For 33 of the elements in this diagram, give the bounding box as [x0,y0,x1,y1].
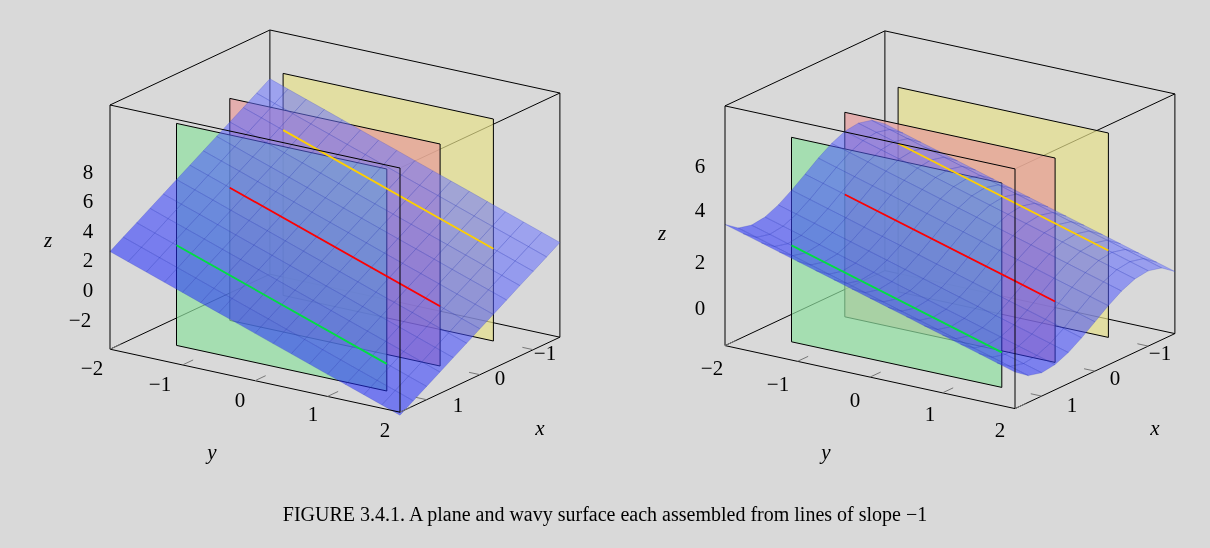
tick-label: 6 [82,188,94,214]
tick-label: 1 [307,401,319,427]
tick-label: 4 [82,218,94,244]
tick-label: 0 [849,387,861,413]
tick-label: 0 [234,387,246,413]
tick-label: 6 [694,153,706,179]
tick-label: 4 [694,197,706,223]
tick-label: −2 [68,307,92,333]
tick-label: 1 [1066,392,1078,418]
tick-label: 2 [694,249,706,275]
axis-label: x [535,415,545,441]
tick-label: 1 [452,392,464,418]
axis-label: z [43,227,53,253]
tick-label: 0 [82,277,94,303]
axis-label: z [657,220,667,246]
tick-label: 1 [924,401,936,427]
tick-label: 2 [994,417,1006,443]
axis-label: y [207,439,217,465]
axis-label: y [821,439,831,465]
axis-label: x [1150,415,1160,441]
tick-label: −1 [533,340,557,366]
tick-label: 2 [82,247,94,273]
tick-label: −1 [766,371,790,397]
tick-label: 0 [494,365,506,391]
tick-label: 0 [694,295,706,321]
tick-label: 8 [82,159,94,185]
tick-label: 0 [1109,365,1121,391]
tick-label: 2 [379,417,391,443]
tick-label: −2 [700,355,724,381]
tick-label: −2 [80,355,104,381]
tick-label: −1 [148,371,172,397]
tick-label: −1 [1148,340,1172,366]
figure-caption: FIGURE 3.4.1. A plane and wavy surface each assembled from lines of slope −1 [282,503,928,525]
